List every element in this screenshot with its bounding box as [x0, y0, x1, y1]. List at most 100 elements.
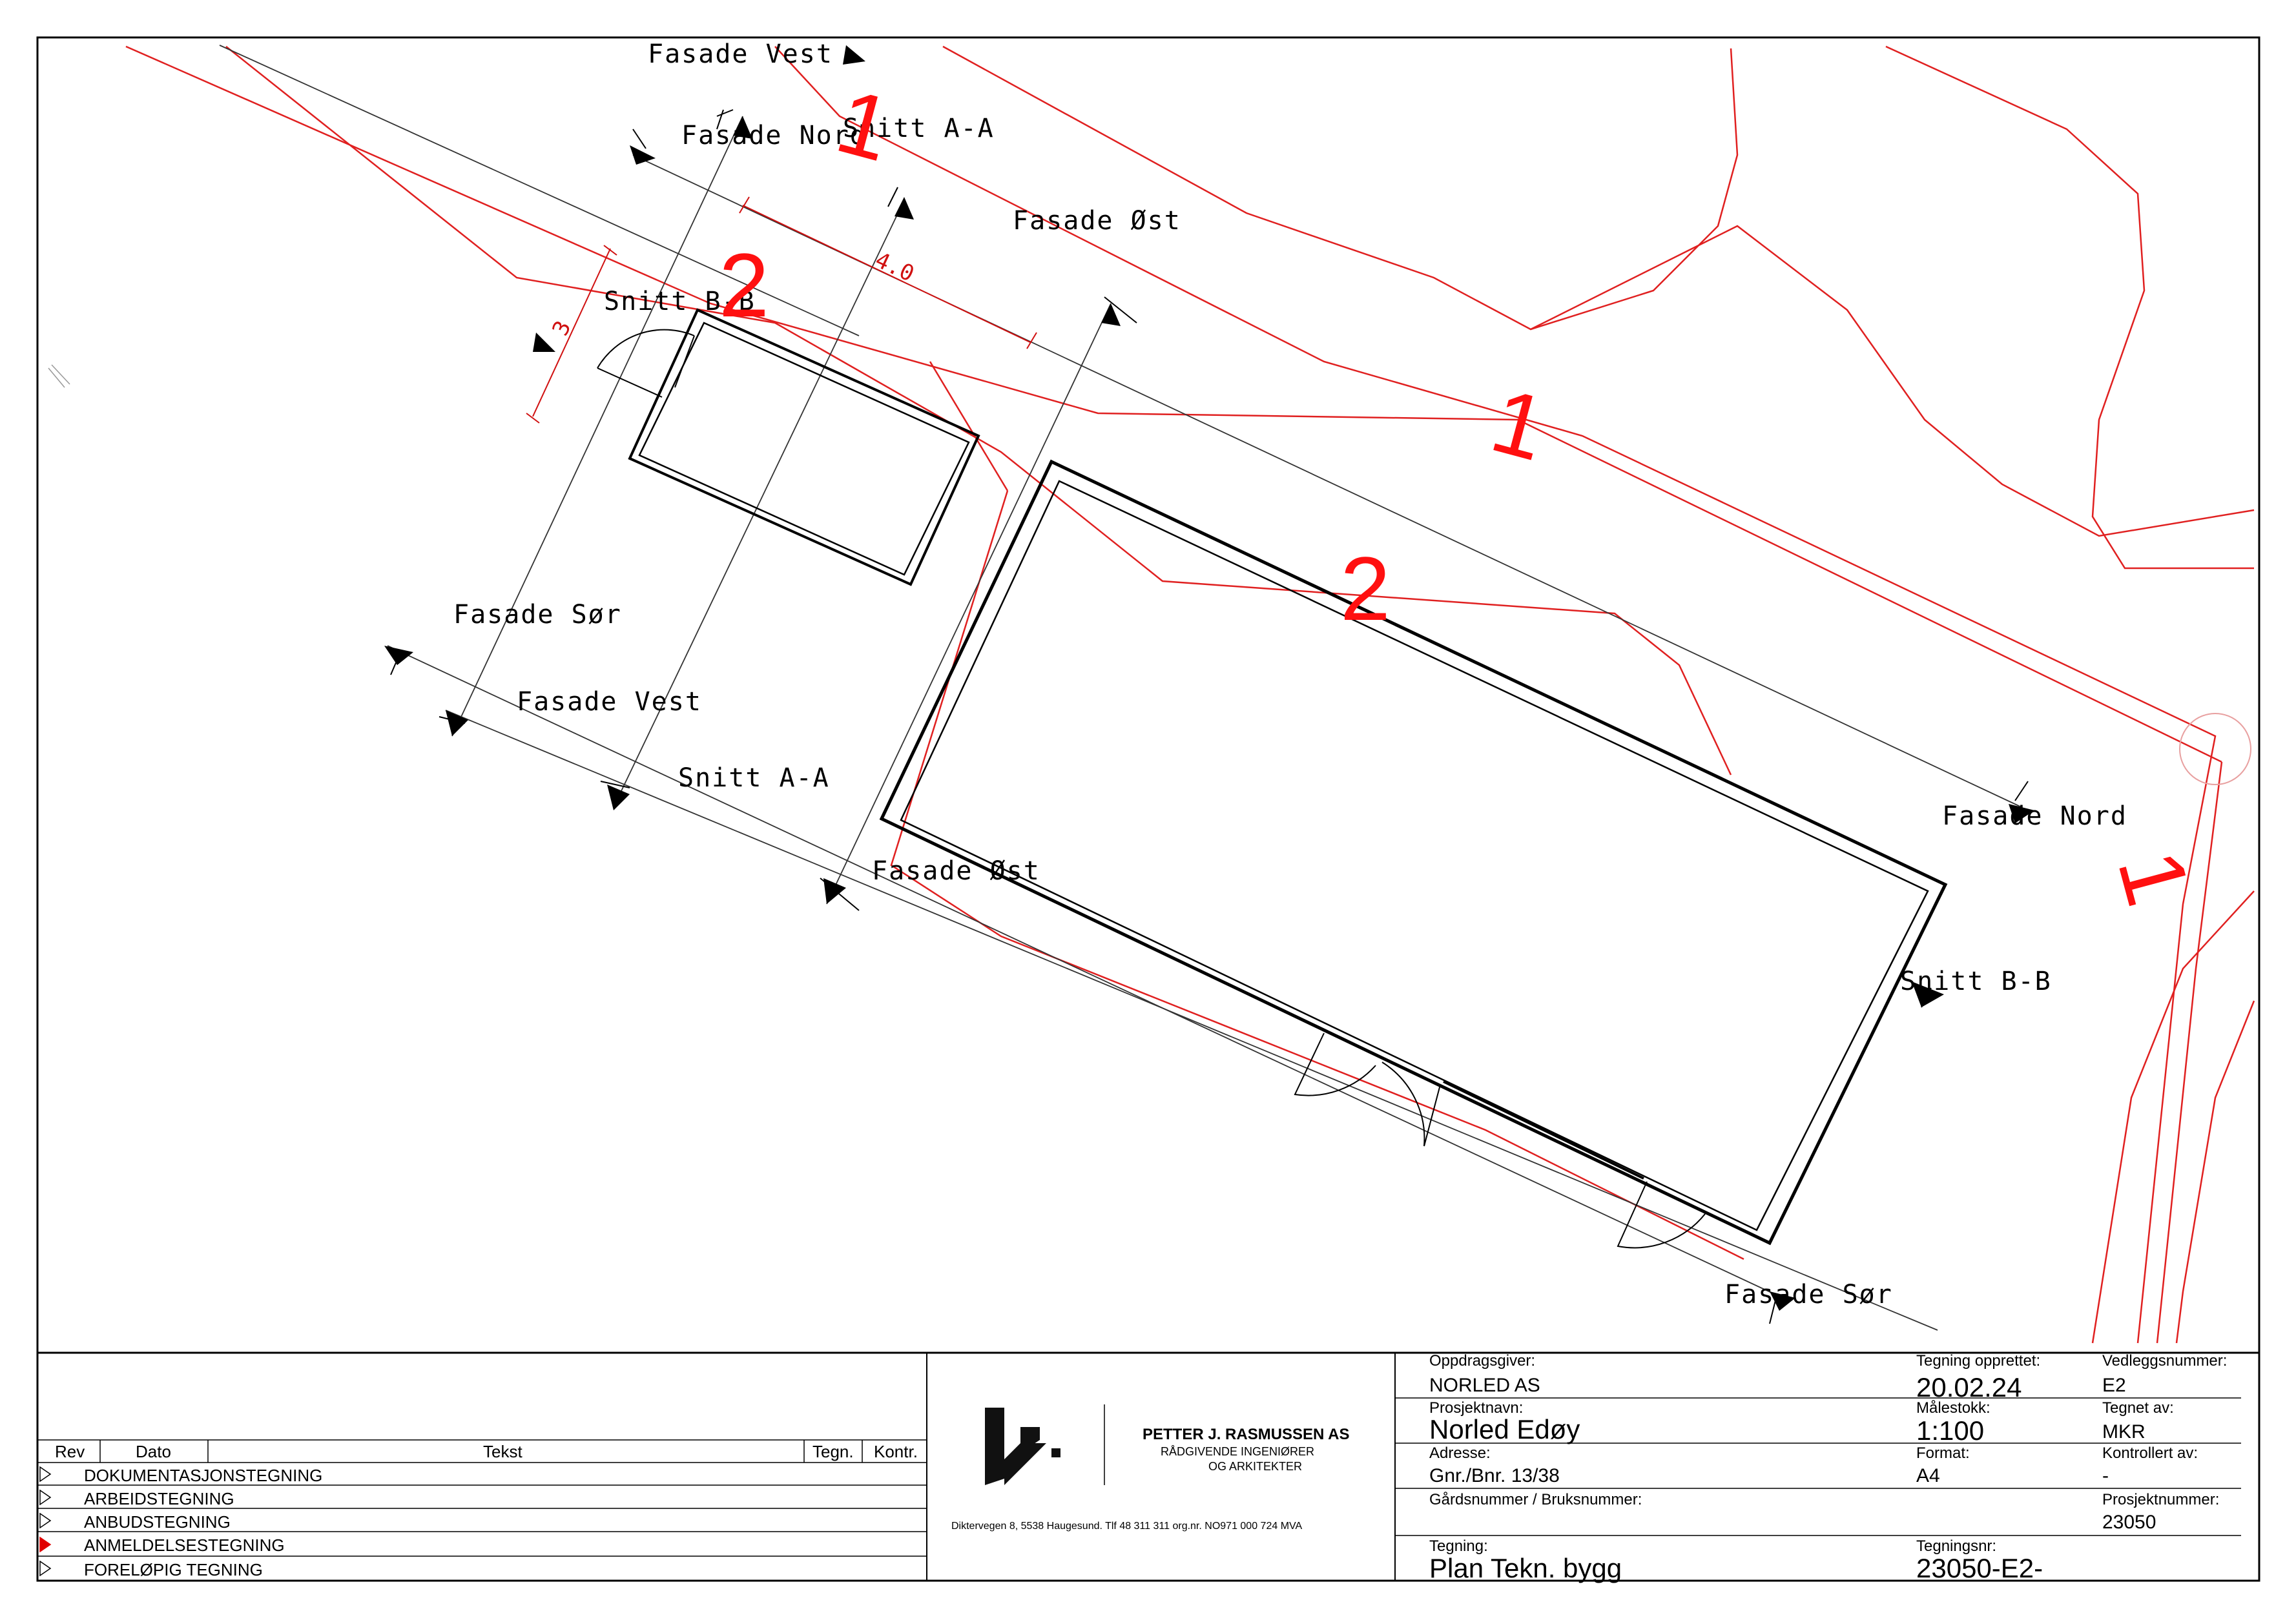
terrain-lines [125, 45, 2255, 1344]
project-fields-grid [1395, 1397, 2241, 1536]
arrow-marker [1101, 303, 1121, 326]
terrain-line-right-vertical [2156, 761, 2223, 1344]
stage-arbeid: ARBEIDSTEGNING [84, 1489, 234, 1508]
arrow-marker [733, 116, 752, 139]
small-building-door [597, 329, 695, 398]
field-tegningsnr-label: Tegningsnr: [1916, 1537, 1996, 1555]
field-adresse: Gnr./Bnr. 13/38 [1429, 1465, 1560, 1486]
reference-lines [219, 45, 2022, 1331]
field-malestokk: 1:100 [1916, 1415, 1984, 1446]
terrain-line-diagonal-2 [225, 46, 1732, 775]
label-snitt-bb-right: Snitt B-B [1900, 967, 2052, 996]
stage-anmeldelse: ANMELDELSESTEGNING [84, 1535, 285, 1555]
dimension-width-4-0: 4.0 [871, 247, 918, 287]
field-prosjektnr: 23050 [2102, 1512, 2156, 1533]
terrain-line-right-lower-2 [2175, 1000, 2255, 1344]
zone-number-2-top: 2 [719, 234, 769, 336]
small-building-inner [638, 322, 970, 576]
field-kontrollert-label: Kontrollert av: [2102, 1444, 2198, 1462]
section-arrows [384, 45, 2034, 1311]
arrow-marker [533, 333, 555, 352]
zone-number-1-right: 1 [2099, 841, 2210, 916]
stage-forelopig: FORELØPIG TEGNING [84, 1560, 263, 1579]
field-adresse-label: Adresse: [1429, 1444, 1491, 1462]
terrain-line-right-contour [1885, 45, 2254, 570]
main-building [879, 459, 1948, 1246]
company-logo [985, 1408, 1060, 1485]
label-fasade-nord-right: Fasade Nord [1942, 801, 2127, 831]
hatch-mark [48, 364, 70, 388]
field-prosjektnavn-label: Prosjektnavn: [1429, 1399, 1523, 1417]
title-block: Rev Dato Tekst Tegn. Kontr. DOKUMENTASJO… [37, 1351, 2259, 1583]
label-snitt-aa-mid: Snitt A-A [678, 763, 830, 793]
label-fasade-ost-mid: Fasade Øst [872, 856, 1040, 886]
label-fasade-nord-top: Fasade Nord [681, 121, 867, 150]
company-line2: OG ARKITEKTER [1208, 1460, 1302, 1473]
label-fasade-sor-bottom: Fasade Sør [1724, 1280, 1893, 1309]
rev-header-tegn: Tegn. [812, 1442, 854, 1461]
arrow-marker [843, 45, 865, 65]
main-building-inner [900, 480, 1929, 1231]
field-opprettet: 20.02.24 [1916, 1372, 2022, 1402]
field-opprettet-label: Tegning opprettet: [1916, 1352, 2040, 1370]
field-prosjektnavn: Norled Edøy [1429, 1414, 1580, 1444]
terrain-line-building-front [890, 490, 1744, 1260]
field-gnr-label: Gårdsnummer / Bruksnummer: [1429, 1491, 1642, 1508]
arrow-marker [607, 785, 630, 810]
terrain-line-top-arc [942, 45, 1739, 331]
label-snitt-bb-left: Snitt B-B [604, 287, 756, 316]
arrow-marker [2009, 804, 2034, 823]
label-fasade-ost-top: Fasade Øst [1013, 206, 1181, 236]
label-fasade-vest-mid: Fasade Vest [517, 687, 702, 717]
field-kontrollert: - [2102, 1465, 2109, 1486]
label-snitt-aa-top: Snitt A-A [843, 114, 995, 143]
field-tegning: Plan Tekn. bygg [1429, 1553, 1622, 1583]
small-building-outer [628, 308, 980, 586]
terrain-circle [2179, 713, 2251, 785]
main-building-door-arcs [1294, 1032, 1706, 1249]
terrain-line-long [774, 46, 2217, 1344]
field-oppdragsgiver: NORLED AS [1429, 1375, 1540, 1396]
stage-anbud: ANBUDSTEGNING [84, 1512, 231, 1532]
arrow-marker [446, 710, 468, 736]
stage-markers [39, 1466, 52, 1577]
terrain-line-right-contour-2 [1530, 225, 2255, 537]
label-fasade-vest-top: Fasade Vest [648, 39, 833, 69]
field-tegningsnr: 23050-E2- [1916, 1553, 2043, 1583]
small-building [628, 308, 980, 586]
arrow-marker [1770, 1291, 1795, 1311]
company-line1: RÅDGIVENDE INGENIØRER [1161, 1445, 1314, 1458]
dimension-width-3: 3 [548, 317, 577, 340]
field-format: A4 [1916, 1465, 1940, 1486]
label-fasade-sor-left: Fasade Sør [453, 600, 622, 630]
terrain-line-diagonal-top [125, 45, 2222, 763]
zone-number-2-mid: 2 [1340, 538, 1391, 639]
main-building-outer [879, 459, 1948, 1246]
sheet-border [36, 36, 2260, 1582]
rev-header-kontr: Kontr. [874, 1442, 918, 1461]
company-address: Diktervegen 8, 5538 Haugesund. Tlf 48 31… [951, 1521, 1303, 1532]
field-vedlegg-label: Vedleggsnummer: [2102, 1352, 2227, 1370]
field-tegnet-label: Tegnet av: [2102, 1399, 2174, 1417]
company-name: PETTER J. RASMUSSEN AS [1143, 1426, 1350, 1443]
field-vedlegg: E2 [2102, 1375, 2126, 1396]
revision-table [37, 1439, 927, 1557]
dimension-lines [526, 196, 1037, 424]
field-prosjektnr-label: Prosjektnummer: [2102, 1491, 2219, 1508]
rev-header-tekst: Tekst [483, 1442, 522, 1461]
field-format-label: Format: [1916, 1444, 1970, 1462]
stage-dokumentasjon: DOKUMENTASJONSTEGNING [84, 1466, 322, 1485]
main-building-doors [1319, 987, 1722, 1206]
terrain-line-building-front-2 [929, 361, 1009, 491]
field-tegning-label: Tegning: [1429, 1537, 1488, 1555]
arrow-marker [895, 197, 914, 220]
field-oppdragsgiver-label: Oppdragsgiver: [1429, 1352, 1535, 1370]
rev-header-dato: Dato [136, 1442, 171, 1461]
field-tegnet: MKR [2102, 1421, 2146, 1443]
terrain-line-right-lower [2091, 890, 2255, 1344]
field-malestokk-label: Målestokk: [1916, 1399, 1991, 1417]
arrow-marker [630, 145, 656, 165]
arrow-ticks [390, 109, 2029, 1324]
rev-header-rev: Rev [55, 1442, 85, 1461]
